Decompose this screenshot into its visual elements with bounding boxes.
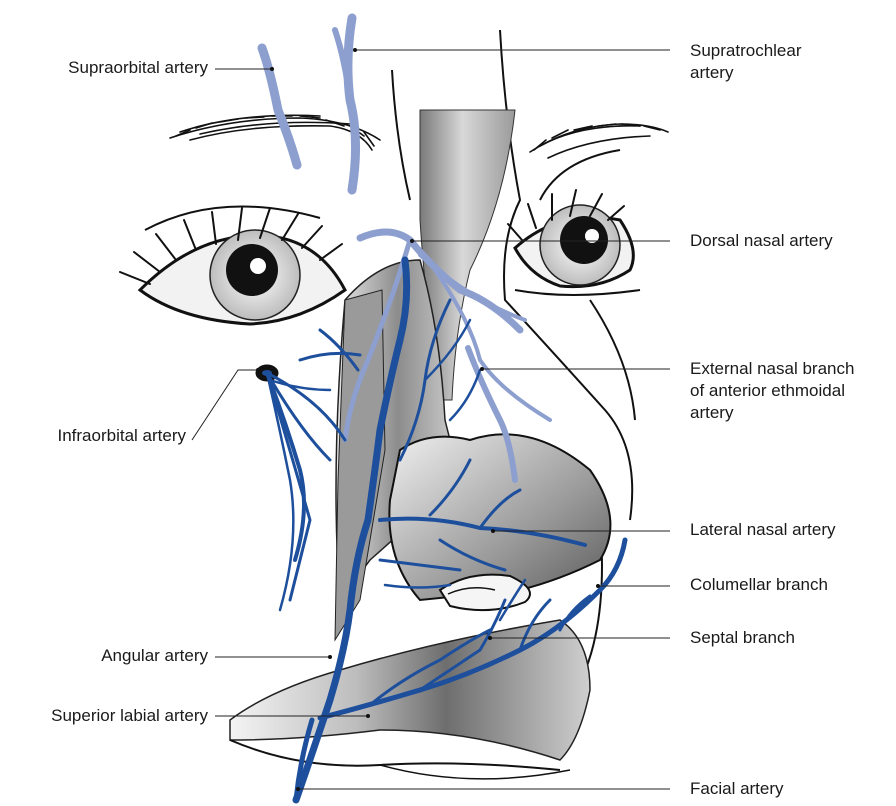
supraorbital-vessel (262, 48, 297, 165)
label-line: Supratrochlear (690, 40, 802, 62)
label-infraorbital-artery: Infraorbital artery (10, 425, 186, 447)
eyebrow-right (170, 115, 380, 150)
label-facial-artery: Facial artery (690, 778, 784, 800)
eye-right (120, 206, 345, 324)
label-septal-branch: Septal branch (690, 627, 795, 649)
label-line: artery (690, 402, 854, 424)
label-external-nasal-branch: External nasal branch of anterior ethmoi… (690, 358, 854, 424)
eyebrow-left (530, 124, 668, 158)
label-angular-artery: Angular artery (20, 645, 208, 667)
label-lateral-nasal-artery: Lateral nasal artery (690, 519, 836, 541)
label-line: External nasal branch (690, 358, 854, 380)
label-supratrochlear-artery: Supratrochlear artery (690, 40, 802, 84)
label-supraorbital-artery: Supraorbital artery (20, 57, 208, 79)
label-line: artery (690, 62, 802, 84)
label-superior-labial-artery: Superior labial artery (0, 705, 208, 727)
eye-left (508, 190, 640, 295)
label-columellar-branch: Columellar branch (690, 574, 828, 596)
supratrochlear-vessel (348, 18, 356, 190)
label-line: of anterior ethmoidal (690, 380, 854, 402)
label-dorsal-nasal-artery: Dorsal nasal artery (690, 230, 833, 252)
